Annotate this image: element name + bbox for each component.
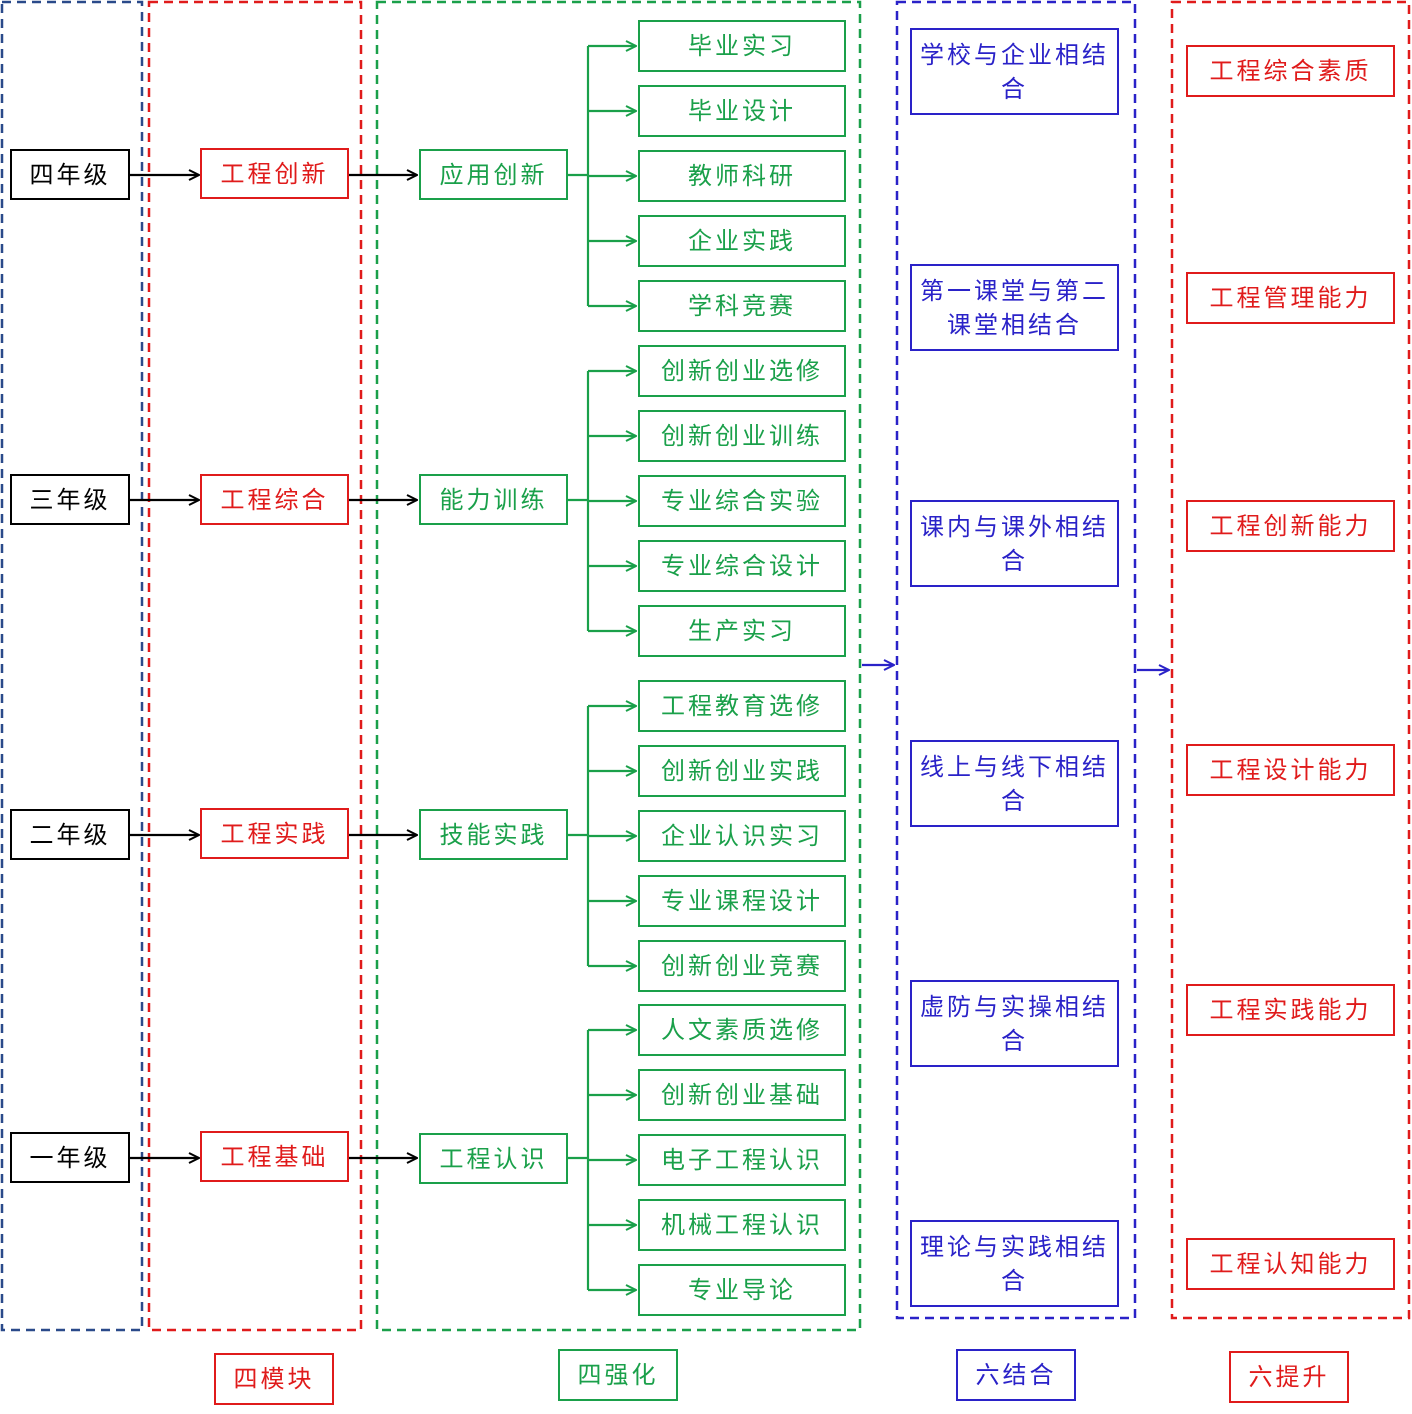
- activity-box: 创新创业训练: [638, 410, 846, 462]
- activity-box: 学科竞赛: [638, 280, 846, 332]
- activity-box: 企业认识实习: [638, 810, 846, 862]
- activity-box: 教师科研: [638, 150, 846, 202]
- grade-column-frame: [0, 0, 144, 1332]
- module-box-practice: 工程实践: [200, 808, 349, 859]
- grade-box-1: 一年级: [10, 1132, 130, 1183]
- column-label-improvements: 六提升: [1229, 1351, 1349, 1403]
- grade-box-2: 二年级: [10, 809, 130, 860]
- strengthen-box-applied-innovation: 应用创新: [419, 149, 568, 200]
- activity-box: 专业导论: [638, 1264, 846, 1316]
- activity-box: 创新创业竞赛: [638, 940, 846, 992]
- improvement-box: 工程管理能力: [1186, 272, 1395, 324]
- strengthen-box-ability-training: 能力训练: [419, 474, 568, 525]
- combination-box: 线上与线下相结合: [910, 740, 1119, 827]
- improvement-box: 工程实践能力: [1186, 984, 1395, 1036]
- activity-box: 企业实践: [638, 215, 846, 267]
- activity-box: 创新创业实践: [638, 745, 846, 797]
- column-label-combinations: 六结合: [956, 1349, 1076, 1401]
- connectors: [130, 46, 1169, 1290]
- column-label-strengthen: 四强化: [558, 1349, 678, 1401]
- combination-box: 第一课堂与第二课堂相结合: [910, 264, 1119, 351]
- activity-box: 专业综合设计: [638, 540, 846, 592]
- improvement-box: 工程综合素质: [1186, 45, 1395, 97]
- improvement-box: 工程认知能力: [1186, 1238, 1395, 1290]
- improvement-column-frame: [1170, 0, 1411, 1320]
- grade-box-3: 三年级: [10, 474, 130, 525]
- activity-box: 工程教育选修: [638, 680, 846, 732]
- activity-box: 专业综合实验: [638, 475, 846, 527]
- activity-box: 毕业设计: [638, 85, 846, 137]
- module-column-frame: [147, 0, 363, 1332]
- strengthen-box-skill-practice: 技能实践: [419, 809, 568, 860]
- activity-box: 毕业实习: [638, 20, 846, 72]
- improvement-box: 工程设计能力: [1186, 744, 1395, 796]
- strengthen-box-engineering-awareness: 工程认识: [419, 1133, 568, 1184]
- activity-box: 创新创业基础: [638, 1069, 846, 1121]
- activity-box: 专业课程设计: [638, 875, 846, 927]
- combination-column-frame: [895, 0, 1137, 1320]
- column-label-modules: 四模块: [214, 1353, 334, 1405]
- grade-box-4: 四年级: [10, 149, 130, 200]
- activity-box: 人文素质选修: [638, 1004, 846, 1056]
- combination-box: 虚防与实操相结合: [910, 980, 1119, 1067]
- combination-box: 理论与实践相结合: [910, 1220, 1119, 1307]
- activity-box: 创新创业选修: [638, 345, 846, 397]
- activity-box: 机械工程认识: [638, 1199, 846, 1251]
- activity-box: 电子工程认识: [638, 1134, 846, 1186]
- activity-box: 生产实习: [638, 605, 846, 657]
- strengthen-column-frame: [375, 0, 862, 1332]
- improvement-box: 工程创新能力: [1186, 500, 1395, 552]
- module-box-foundation: 工程基础: [200, 1131, 349, 1182]
- combination-box: 学校与企业相结合: [910, 28, 1119, 115]
- module-box-integration: 工程综合: [200, 474, 349, 525]
- combination-box: 课内与课外相结合: [910, 500, 1119, 587]
- module-box-innovation: 工程创新: [200, 148, 349, 199]
